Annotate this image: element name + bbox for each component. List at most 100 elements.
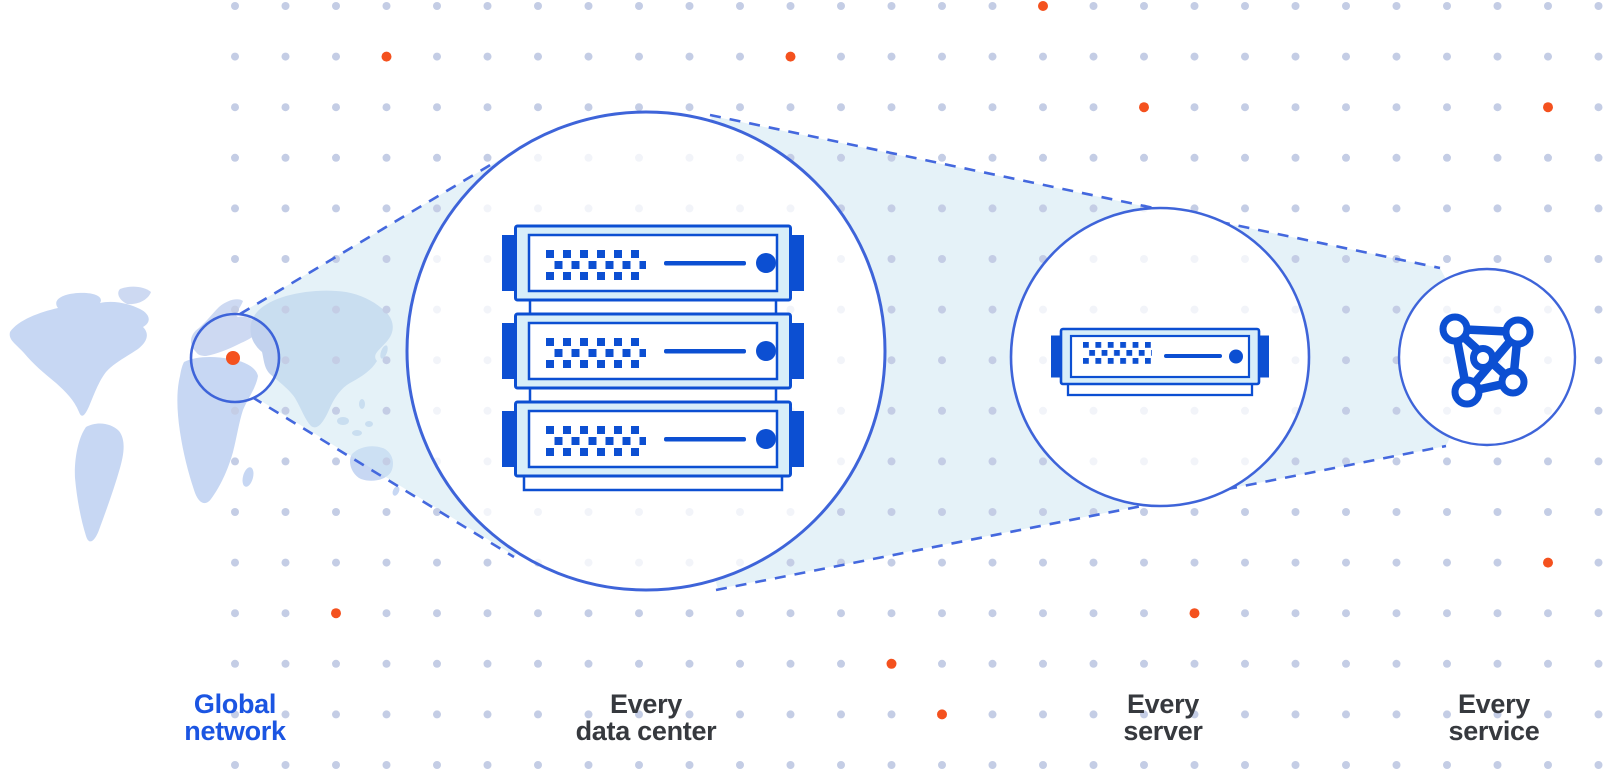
grid-dot	[887, 609, 896, 618]
grid-dot	[1493, 103, 1502, 112]
grid-dot	[1342, 204, 1350, 213]
grid-dot	[483, 153, 492, 162]
grid-dot	[1190, 558, 1199, 567]
grid-dot	[1241, 558, 1249, 567]
grid-dot	[281, 558, 290, 567]
grid-dot	[887, 356, 896, 365]
caption-line: data center	[575, 716, 717, 746]
mesh-node-center	[1470, 345, 1496, 371]
grid-dot	[483, 52, 492, 61]
grid-dot	[1392, 508, 1401, 516]
map-north-america	[9, 292, 149, 416]
caption-line: network	[184, 716, 286, 746]
grid-dot	[837, 52, 845, 61]
grid-dot	[1342, 659, 1350, 668]
grid-dot	[433, 609, 441, 618]
grid-dot	[433, 710, 441, 719]
grid-dot	[1443, 710, 1451, 719]
grid-dot	[382, 406, 391, 415]
grid-dot	[1493, 710, 1502, 719]
grid-dot	[1039, 457, 1047, 466]
grid-dot	[231, 103, 239, 112]
grid-dot	[837, 103, 845, 112]
grid-dot	[332, 710, 340, 719]
grid-dot	[988, 508, 997, 516]
grid-dot	[635, 103, 643, 112]
rack-rail	[528, 386, 778, 404]
grid-dot	[1544, 153, 1552, 162]
grid-dot	[1089, 204, 1098, 213]
grid-dot	[1190, 659, 1199, 668]
grid-dot	[1493, 508, 1502, 516]
grid-dot	[332, 457, 340, 466]
grid-dot	[635, 609, 643, 618]
grid-dot	[1140, 609, 1148, 618]
grid-dot	[988, 659, 997, 668]
grid-dot	[938, 103, 946, 112]
caption-line: Every	[1126, 689, 1200, 719]
grid-dot	[281, 2, 290, 10]
grid-dot	[1089, 609, 1098, 618]
grid-dot	[1493, 659, 1502, 668]
server-slot-line	[664, 437, 746, 442]
server-vents	[546, 250, 646, 280]
grid-dot	[1493, 457, 1502, 466]
grid-dot	[1594, 609, 1603, 618]
grid-dot	[837, 508, 845, 516]
grid-dot	[988, 761, 997, 769]
grid-dot	[837, 710, 845, 719]
grid-dot	[1392, 153, 1401, 162]
grid-dot	[534, 761, 542, 769]
grid-dot	[635, 761, 643, 769]
grid-dot	[1493, 204, 1502, 213]
grid-dot	[433, 153, 441, 162]
grid-dot	[483, 609, 492, 618]
grid-dot	[332, 558, 340, 567]
grid-dot	[1291, 609, 1300, 618]
grid-dot	[281, 103, 290, 112]
grid-dot	[887, 508, 896, 516]
grid-dot	[584, 2, 593, 10]
grid-dot	[382, 255, 391, 263]
grid-dot	[887, 52, 896, 61]
grid-dot	[433, 52, 441, 61]
grid-dot	[1342, 52, 1350, 61]
grid-dot	[736, 761, 744, 769]
grid-dot	[281, 659, 290, 668]
grid-dot	[1140, 710, 1148, 719]
grid-dot	[1241, 2, 1249, 10]
accent-dot	[1189, 608, 1200, 619]
grid-dot	[887, 710, 896, 719]
grid-dot	[1392, 103, 1401, 112]
grid-dot	[736, 609, 744, 618]
grid-dot	[332, 204, 340, 213]
grid-dot	[1342, 153, 1350, 162]
grid-dot	[1443, 103, 1451, 112]
grid-dot	[1241, 710, 1249, 719]
grid-dot	[382, 457, 391, 466]
dash-upper-right	[709, 113, 1441, 270]
server-led	[756, 253, 776, 273]
grid-dot	[1291, 204, 1300, 213]
grid-dot	[1594, 761, 1603, 769]
grid-dot	[887, 457, 896, 466]
caption-line: Every	[1457, 689, 1531, 719]
grid-dot	[1241, 204, 1249, 213]
grid-dot	[1443, 508, 1451, 516]
accent-dot	[1038, 1, 1048, 11]
grid-dot	[382, 761, 391, 769]
server-vents	[546, 338, 646, 368]
grid-dot	[281, 457, 290, 466]
grid-dot	[837, 609, 845, 618]
grid-dot	[837, 761, 845, 769]
grid-dot	[281, 609, 290, 618]
grid-dot	[988, 558, 997, 567]
grid-dot	[231, 761, 239, 769]
grid-dot	[1140, 558, 1148, 567]
grid-dot	[1039, 52, 1047, 61]
mesh-network-icon	[1439, 313, 1534, 408]
grid-dot	[1039, 508, 1047, 516]
grid-dot	[1342, 255, 1350, 263]
grid-dot	[1544, 609, 1552, 618]
